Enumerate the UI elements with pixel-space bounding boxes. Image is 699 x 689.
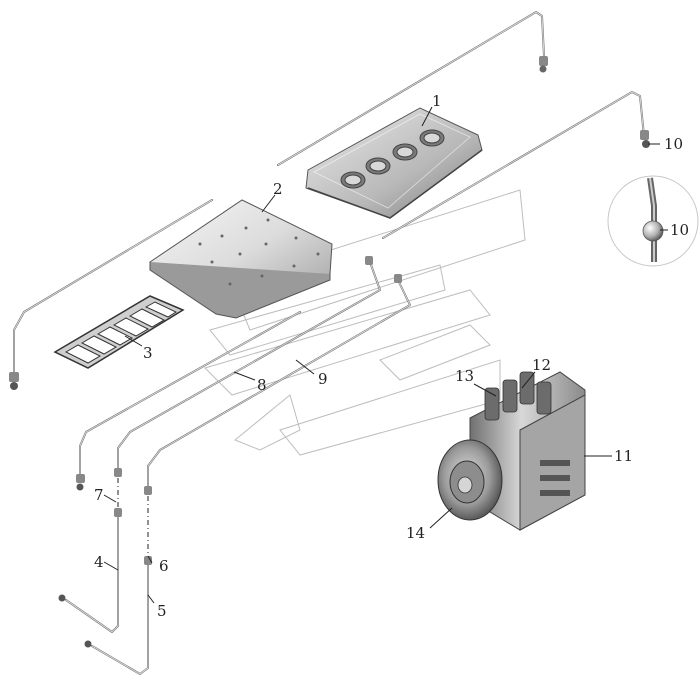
callout-1: 1 — [432, 92, 442, 110]
callout-3: 3 — [143, 344, 153, 362]
callout-14: 14 — [406, 524, 425, 542]
callout-6: 6 — [159, 557, 169, 575]
callout-12: 12 — [532, 356, 551, 374]
callout-13: 13 — [455, 367, 474, 385]
callout-2: 2 — [273, 180, 283, 198]
callout-labels: 1 2 3 4 5 6 7 8 9 10 10 11 12 13 14 — [94, 92, 689, 620]
panel-plate — [149, 199, 333, 319]
pipe-left-long — [9, 199, 213, 390]
hose-8 — [76, 311, 301, 491]
pipe-5 — [84, 556, 152, 675]
leader-lines — [103, 106, 668, 604]
cover-plate — [305, 107, 483, 219]
compressor — [437, 371, 586, 531]
detail-circle-10 — [607, 175, 699, 267]
pipe-to-fitting-10 — [382, 91, 650, 239]
hose-6 — [144, 274, 411, 495]
callout-7: 7 — [94, 486, 104, 504]
callout-8: 8 — [257, 376, 267, 394]
callout-5: 5 — [157, 602, 167, 620]
hose-9 — [114, 256, 381, 477]
callout-10: 10 — [664, 135, 683, 153]
pipe-4 — [58, 508, 122, 633]
callout-11: 11 — [614, 447, 633, 465]
callout-9: 9 — [318, 370, 328, 388]
pipe-upper-long — [277, 11, 548, 166]
callout-10-detail: 10 — [670, 221, 689, 239]
callout-4: 4 — [94, 553, 104, 571]
ladder-grille — [53, 295, 185, 369]
